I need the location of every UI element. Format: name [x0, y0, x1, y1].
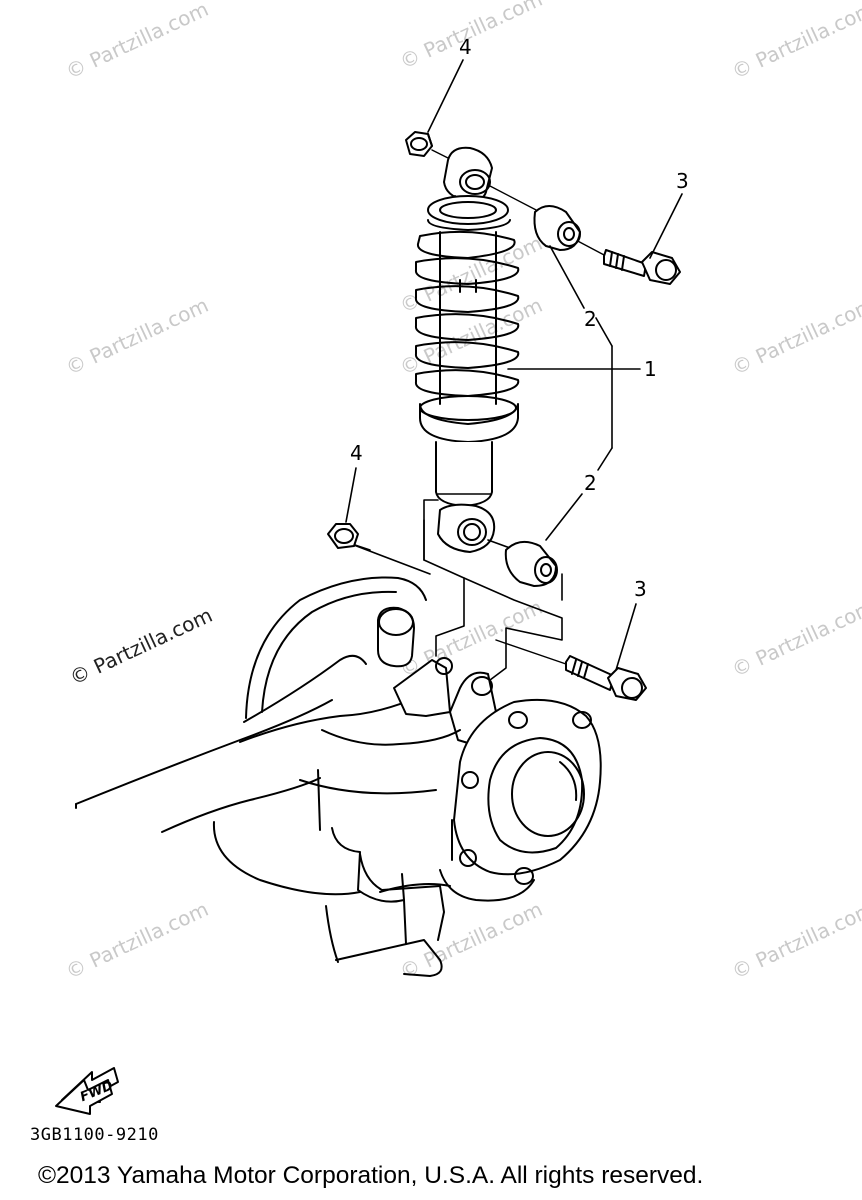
callout-nut-upper: 4: [427, 35, 472, 133]
nut-lower[interactable]: [327, 523, 359, 549]
copyright-notice: ©2013 Yamaha Motor Corporation, U.S.A. A…: [38, 1162, 704, 1189]
callout-bolt-lower: 3: [615, 577, 647, 671]
callout-number: 4: [459, 35, 472, 59]
bolt-upper[interactable]: [603, 249, 681, 285]
alignment-lines: [345, 499, 563, 681]
callout-number: 4: [350, 441, 363, 465]
shock-body[interactable]: [435, 441, 493, 507]
diagram-code: 3GB1100-9210: [30, 1125, 159, 1145]
bolt-lower[interactable]: [565, 655, 647, 701]
callout-number: 2: [584, 307, 597, 331]
shock-spring: [415, 195, 520, 443]
bushing-upper[interactable]: [533, 205, 581, 251]
callout-bushing-lower: 2: [545, 447, 613, 541]
shock-lower-eye: [437, 503, 496, 553]
callout-number: 1: [644, 357, 657, 381]
fwd-arrow-icon: FWD: [55, 1067, 119, 1115]
callout-shock-absorber: 1: [507, 357, 657, 381]
callout-number: 3: [676, 169, 689, 193]
callout-number: 3: [634, 577, 647, 601]
callout-bolt-upper: 3: [649, 169, 689, 259]
callout-number: 2: [584, 471, 597, 495]
callout-bushing-upper: 2: [549, 245, 613, 449]
callout-nut-lower: 4: [345, 441, 363, 523]
rear-axle-housing: [75, 576, 602, 977]
nut-upper[interactable]: [405, 131, 433, 157]
bushing-lower[interactable]: [504, 540, 558, 587]
